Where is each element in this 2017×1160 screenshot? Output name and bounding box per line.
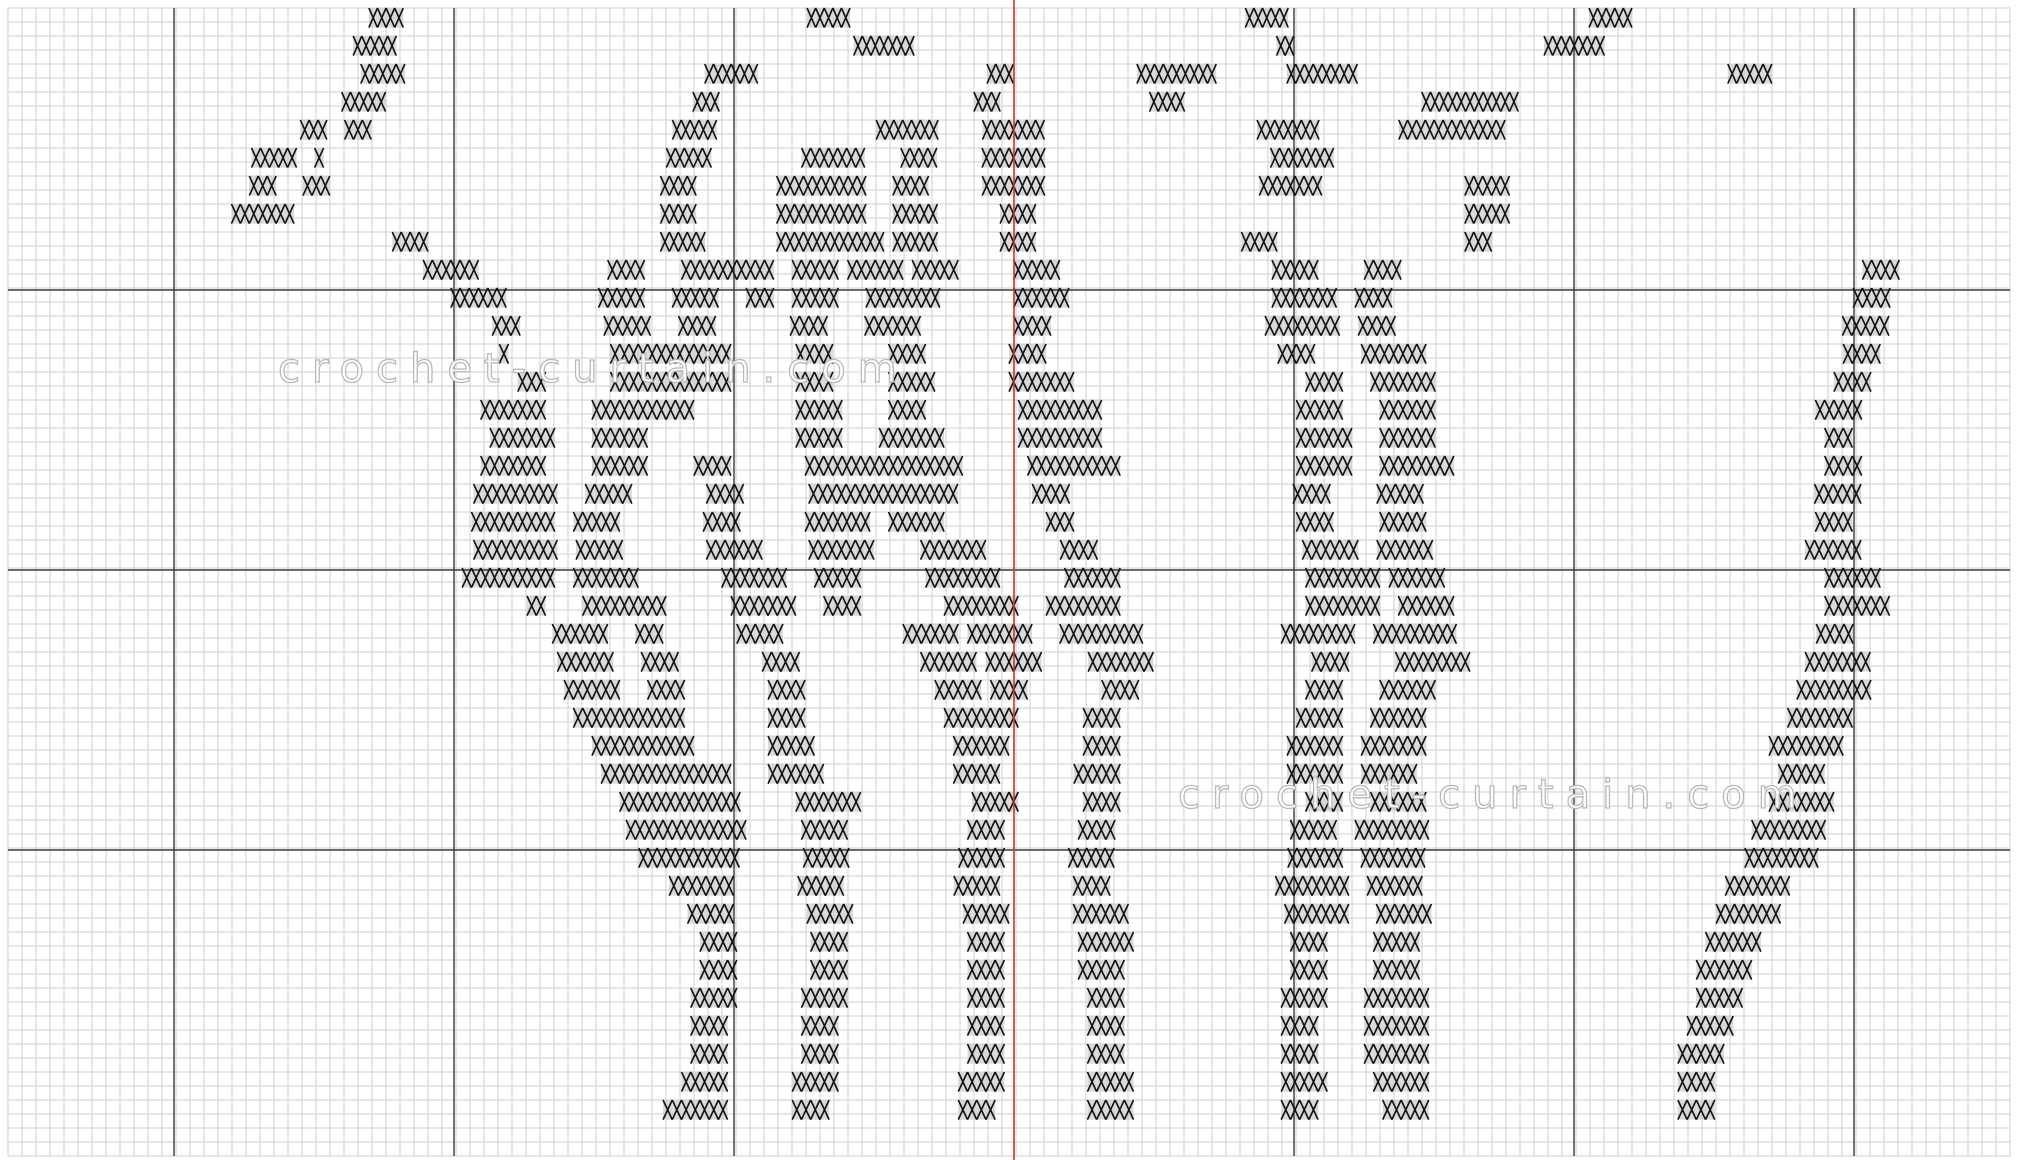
watermark-bottom: crochet-curtain.com [1178,772,1809,818]
watermark-top: crochet-curtain.com [278,346,909,392]
